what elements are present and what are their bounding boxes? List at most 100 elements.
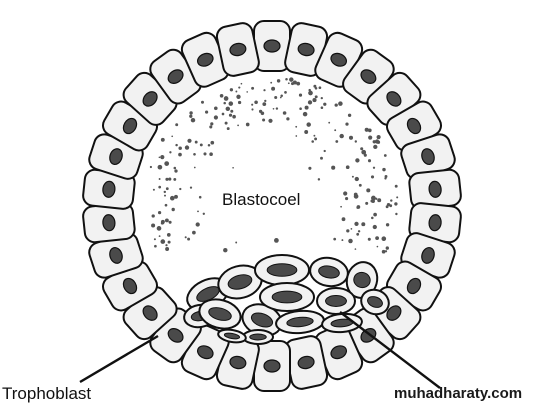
granule xyxy=(210,122,214,126)
granule xyxy=(174,194,178,199)
granule xyxy=(190,117,196,123)
granule xyxy=(373,144,378,150)
granule xyxy=(237,124,239,127)
granule xyxy=(285,77,288,81)
granule xyxy=(165,247,170,251)
granule xyxy=(381,249,386,254)
granule xyxy=(367,237,371,241)
granule xyxy=(158,178,161,180)
granule xyxy=(224,121,228,125)
granule xyxy=(165,187,169,191)
granule xyxy=(340,205,342,208)
cell-nucleus xyxy=(353,271,371,289)
granule xyxy=(195,222,200,227)
granule xyxy=(384,250,388,253)
granule xyxy=(163,190,167,194)
granule xyxy=(376,135,381,140)
granule xyxy=(287,82,290,85)
granule xyxy=(348,135,354,140)
granule xyxy=(313,84,317,88)
granule xyxy=(279,96,282,99)
granule xyxy=(364,127,369,132)
granule xyxy=(381,236,387,242)
granule xyxy=(367,159,372,163)
granule xyxy=(193,152,196,156)
granule xyxy=(175,143,178,147)
granule xyxy=(228,101,234,106)
granule xyxy=(356,232,360,236)
granule xyxy=(225,106,231,112)
inner-mass-cell xyxy=(259,282,315,312)
granule xyxy=(276,79,281,83)
granule xyxy=(166,233,171,237)
granule xyxy=(374,139,380,144)
granule xyxy=(228,113,233,117)
granule xyxy=(345,165,350,170)
granule xyxy=(157,210,162,215)
granule xyxy=(178,146,182,150)
granule xyxy=(390,199,393,202)
granule xyxy=(312,98,317,103)
cell-nucleus xyxy=(428,180,442,198)
granule xyxy=(258,109,263,114)
blastocoel-granules xyxy=(149,77,399,254)
granule xyxy=(396,196,399,199)
granule xyxy=(298,93,303,97)
trophoblast-cell xyxy=(284,335,329,390)
cell-nucleus xyxy=(421,246,435,264)
granule xyxy=(160,155,165,160)
granule xyxy=(296,81,301,86)
granule xyxy=(382,167,386,172)
granule xyxy=(178,152,182,157)
granule xyxy=(270,81,273,84)
granule xyxy=(153,238,156,241)
granule xyxy=(184,145,190,150)
granule xyxy=(187,237,191,241)
granule xyxy=(169,151,172,154)
granule xyxy=(280,94,283,98)
cell-nucleus xyxy=(325,295,347,307)
watermark-text: muhadharaty.com xyxy=(394,385,523,402)
granule xyxy=(213,115,218,120)
granule xyxy=(345,197,349,201)
granule xyxy=(299,107,302,110)
granule xyxy=(343,192,346,195)
cell-nucleus xyxy=(297,355,315,370)
granule xyxy=(164,203,168,207)
granule xyxy=(372,224,377,230)
granule xyxy=(226,127,230,131)
granule xyxy=(370,175,375,179)
granule xyxy=(295,135,298,137)
granule xyxy=(320,106,324,109)
granule xyxy=(165,244,168,247)
cell-nucleus xyxy=(142,305,158,321)
trophoblast-cell xyxy=(408,168,462,210)
granule xyxy=(350,228,353,230)
granule xyxy=(201,100,204,104)
granule xyxy=(282,111,287,115)
granule xyxy=(193,166,196,169)
granule xyxy=(395,212,398,216)
granule xyxy=(328,121,331,124)
granule xyxy=(358,183,362,187)
granule xyxy=(156,226,162,231)
granule xyxy=(236,94,241,99)
granule xyxy=(151,223,156,228)
inner-cell-mass xyxy=(183,254,390,345)
granule xyxy=(154,244,157,248)
granule xyxy=(230,109,234,113)
granule xyxy=(371,195,376,201)
granule xyxy=(341,239,344,242)
granule xyxy=(219,94,224,98)
cell-nucleus xyxy=(330,52,348,67)
granule xyxy=(232,166,234,169)
granule xyxy=(314,87,318,90)
granule xyxy=(189,111,193,115)
granule xyxy=(205,110,209,114)
granule xyxy=(318,86,322,90)
inner-mass-cell xyxy=(242,329,274,345)
granule xyxy=(394,202,398,206)
cell-nucleus xyxy=(421,148,435,166)
granule xyxy=(333,237,337,241)
